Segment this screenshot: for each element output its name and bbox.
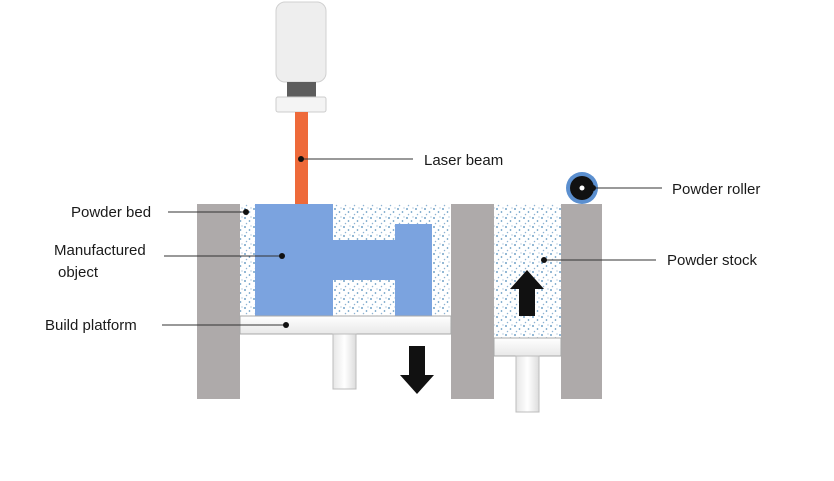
left-wall <box>197 204 240 399</box>
leader-lines <box>162 158 662 326</box>
label-powder-roller: Powder roller <box>672 181 760 198</box>
label-manufactured-object-line1: Manufactured <box>54 242 146 259</box>
laser-band <box>287 82 316 97</box>
laser-unit <box>275 1 327 206</box>
roller-icon <box>566 172 598 204</box>
leader-dots <box>243 156 596 328</box>
build-piston <box>332 333 357 390</box>
manufactured-object <box>255 204 432 316</box>
machine-walls <box>197 204 602 399</box>
label-powder-bed: Powder bed <box>71 204 151 221</box>
stock-platform <box>493 337 562 357</box>
center-wall <box>451 204 494 399</box>
laser-head <box>275 96 327 113</box>
label-laser-beam: Laser beam <box>424 152 503 169</box>
label-manufactured-object-line2: object <box>58 264 99 281</box>
arrow-up-icon <box>510 270 544 316</box>
label-powder-stock: Powder stock <box>667 252 758 269</box>
right-wall <box>561 204 602 399</box>
laser-body <box>275 1 327 83</box>
arrow-down-icon <box>400 346 434 394</box>
stock-piston <box>515 355 540 413</box>
label-build-platform: Build platform <box>45 317 137 334</box>
